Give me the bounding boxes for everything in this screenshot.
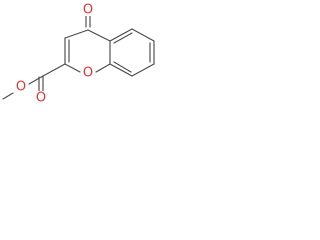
bond-ether-oxygen-methyl [2, 92, 14, 100]
bond-o1-c2 [64, 63, 81, 73]
benzene-inner-bond-1 [113, 32, 133, 44]
ester-carbonyl-oxygen-background [35, 91, 47, 104]
bond-c4-c4a [87, 29, 111, 42]
carbonyl-oxygen-label: O [83, 3, 93, 18]
carbonyl-oxygen-background [82, 3, 94, 16]
ester-ether-oxygen-label: O [16, 80, 26, 95]
structure-canvas: O O O O [0, 0, 172, 148]
benzene-bond-4 [131, 63, 155, 77]
benzene-bond-2 [131, 28, 155, 42]
benzene-inner-bond-3 [113, 61, 132, 73]
ester-ether-oxygen-background [15, 80, 27, 93]
chemical-structure-diagram: O O O O [2, 3, 155, 106]
ester-carbonyl-oxygen-label: O [36, 91, 46, 106]
bond-ester-carbon-ether-oxygen [28, 75, 44, 85]
ring-oxygen-label: O [83, 66, 93, 81]
ring-oxygen-background [82, 66, 94, 79]
benzene-bond-1 [109, 28, 133, 42]
bond-c3-c4 [64, 29, 89, 39]
bond-c8a-o1 [95, 63, 111, 73]
bond-c2-ester-carbon [42, 63, 66, 77]
benzene-bond-5 [109, 63, 133, 77]
atom-labels: O O O O [15, 3, 94, 106]
bond-network [2, 12, 155, 100]
